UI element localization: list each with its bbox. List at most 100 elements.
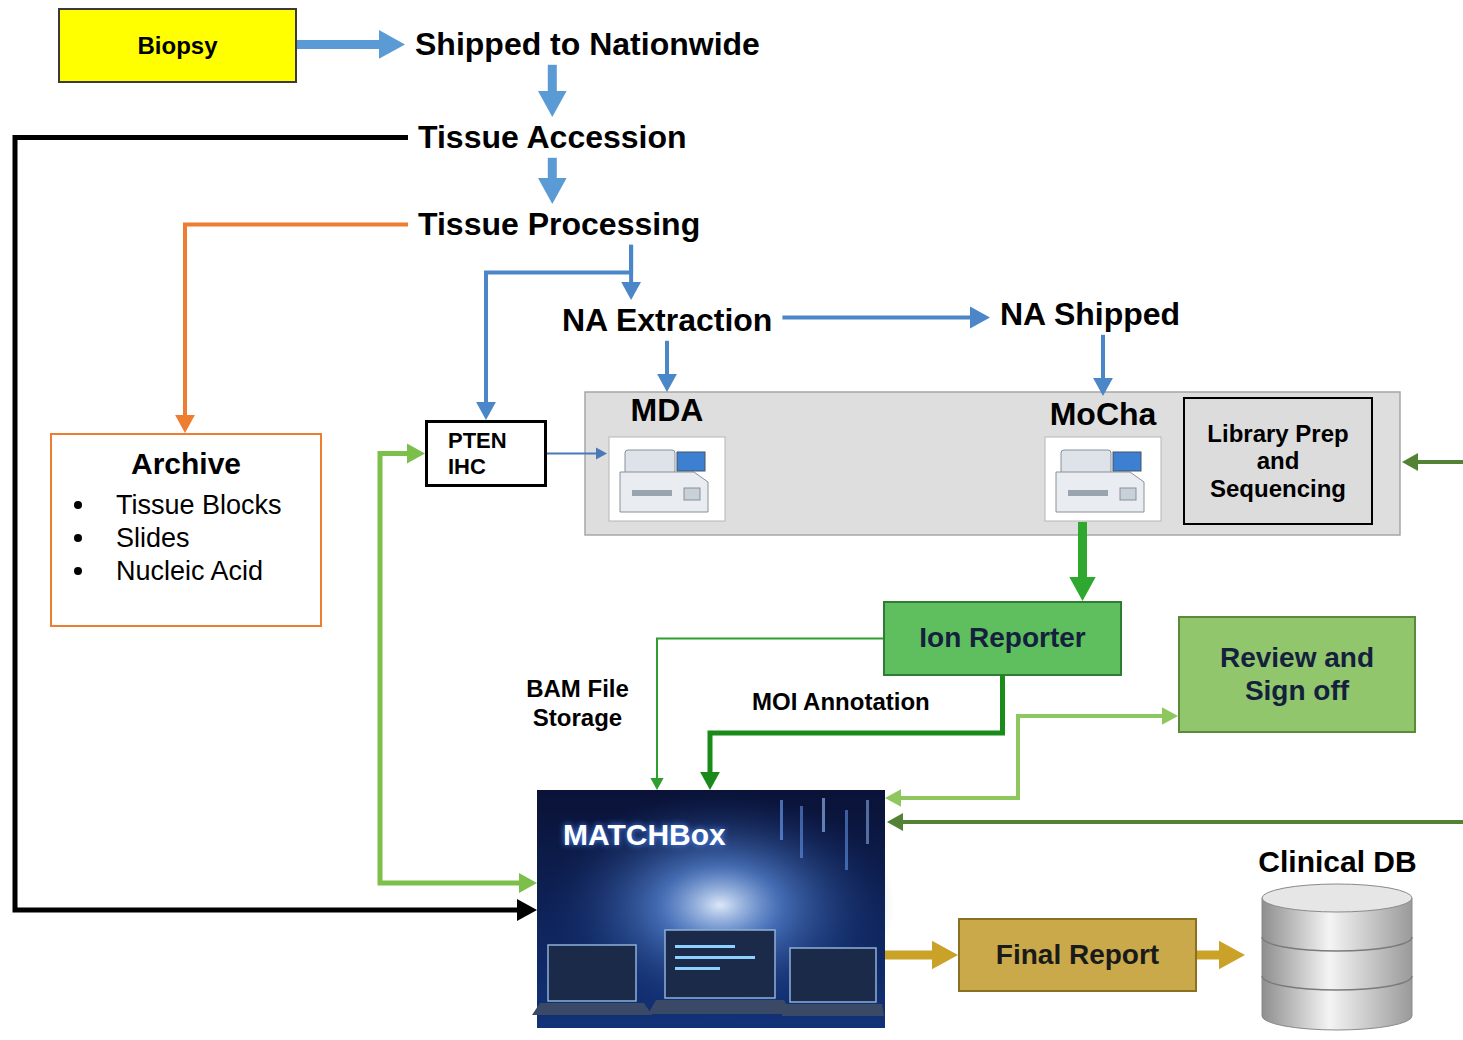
offpage-line (899, 820, 1463, 824)
arrowhead (1069, 577, 1095, 601)
arrowhead (175, 415, 195, 433)
instrument-node: MoCha (1043, 396, 1163, 522)
arrowhead (517, 899, 537, 921)
connector-line (899, 716, 1165, 798)
database-node: Clinical DB (1245, 845, 1430, 1030)
connector-line (1101, 335, 1105, 381)
connector-label: BAM File Storage (515, 675, 640, 733)
sequencer-slot (632, 490, 672, 496)
sequencer-body (620, 472, 708, 512)
screen-code (675, 967, 720, 970)
box-label: Clinical DB (1258, 845, 1416, 880)
step-label: NA Shipped (990, 294, 1190, 335)
connector-line (297, 40, 383, 49)
instrument-band (585, 392, 1400, 535)
connector-line (782, 315, 973, 319)
system-box: MATCHBox (537, 790, 885, 1028)
box-label: Review and Sign off (1196, 642, 1398, 706)
box-label: Tissue Processing (418, 206, 700, 243)
arrowhead (887, 813, 903, 831)
connector-line (710, 676, 1003, 775)
connector-line (15, 137, 520, 910)
sequencer-screen (677, 452, 705, 471)
box-label: Biopsy (137, 32, 217, 60)
sequencer-top (625, 450, 675, 474)
box-label: MoCha (1050, 396, 1157, 433)
arrowhead (885, 789, 901, 807)
box-label: MDA (631, 392, 704, 429)
connector (297, 30, 405, 59)
bullet-dot (74, 534, 82, 542)
database-band (1262, 976, 1412, 990)
arrowhead (519, 873, 537, 893)
connector (657, 341, 677, 392)
connector-line (885, 951, 936, 960)
data-stream (845, 810, 848, 870)
bullet-item: Tissue Blocks (68, 490, 304, 521)
connector (885, 707, 1178, 807)
data-stream (866, 800, 869, 844)
database-top (1262, 884, 1412, 912)
connector (1069, 522, 1095, 601)
box-label: Library Prep and Sequencing (1197, 420, 1359, 503)
screen-code (675, 956, 755, 959)
connector (538, 158, 567, 204)
arrowhead (700, 772, 720, 790)
data-stream (780, 800, 783, 840)
arrowhead (970, 306, 990, 328)
connector-label: MOI Annotation (752, 688, 930, 717)
offpage-line (1414, 460, 1463, 464)
arrowhead (621, 282, 641, 300)
arrowhead (407, 444, 425, 464)
connector (1197, 941, 1245, 970)
connector-line (1078, 522, 1087, 581)
connector-line (380, 454, 522, 884)
connector (1093, 335, 1113, 396)
instrument-node: MDA (607, 392, 727, 522)
arrowhead (596, 447, 607, 459)
sequencer-picture (1045, 437, 1161, 521)
data-stream (822, 798, 825, 832)
arrowhead (1093, 378, 1113, 396)
archive-box: ArchiveTissue BlocksSlidesNucleic Acid (50, 433, 322, 627)
laptop-screen (548, 945, 636, 1001)
box-label: MATCHBox (563, 818, 726, 853)
box-label: Shipped to Nationwide (415, 26, 760, 63)
box-label: NA Shipped (1000, 296, 1180, 333)
box-label: PTEN IHC (448, 428, 538, 479)
connector-line (665, 341, 669, 377)
process-box: Review and Sign off (1178, 616, 1416, 733)
bullet-dot (74, 501, 82, 509)
connector-line (547, 453, 598, 455)
laptop-base (532, 1003, 652, 1015)
connector (782, 306, 990, 328)
database-cylinder (1262, 898, 1412, 1030)
connector (538, 65, 567, 117)
arrowhead (476, 402, 496, 420)
bullet-item: Nucleic Acid (68, 556, 304, 587)
picture-frame (609, 437, 725, 521)
step-label: Tissue Processing (408, 204, 710, 245)
connector-line (185, 224, 408, 417)
sample-box: Biopsy (58, 8, 297, 83)
connector-line (629, 245, 633, 285)
connector (15, 137, 537, 921)
step-label: Shipped to Nationwide (405, 24, 770, 65)
box-label: NA Extraction (562, 302, 772, 339)
box-label: Tissue Accession (418, 119, 687, 156)
sequencer-picture (609, 437, 725, 521)
bullet-text: Slides (116, 523, 190, 554)
laptop-base (648, 1000, 792, 1014)
laptop-base (782, 1004, 884, 1016)
database-band (1262, 937, 1412, 951)
connector (700, 676, 1002, 790)
assay-box: PTEN IHC (425, 420, 547, 487)
laptop-screen (790, 948, 876, 1002)
arrowhead (650, 778, 663, 790)
step-label: Tissue Accession (408, 117, 697, 158)
arrowhead (1162, 707, 1178, 725)
step-label: NA Extraction (552, 300, 782, 341)
arrowhead (538, 91, 567, 117)
bullet-text: Nucleic Acid (116, 556, 263, 587)
